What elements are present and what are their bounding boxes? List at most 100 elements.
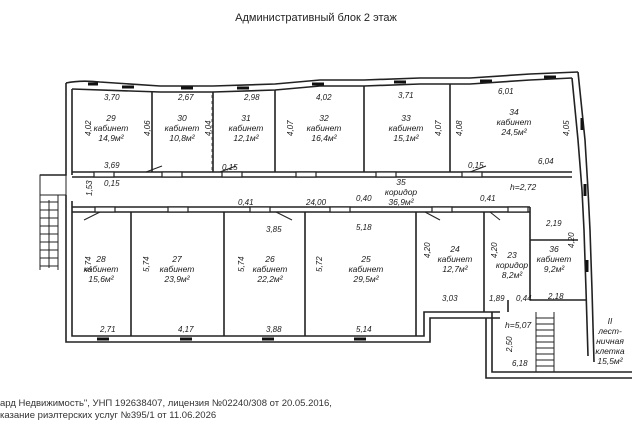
svg-text:0,44: 0,44	[516, 294, 532, 303]
room-33: 33 кабинет 15,1м²	[389, 113, 424, 143]
svg-text:15,1м²: 15,1м²	[393, 133, 419, 143]
svg-text:4,17: 4,17	[178, 325, 194, 334]
svg-text:5,14: 5,14	[356, 325, 372, 334]
svg-text:1,89: 1,89	[489, 294, 505, 303]
west-wall-lower	[65, 195, 420, 343]
svg-text:кабинет: кабинет	[438, 254, 473, 264]
svg-text:коридор: коридор	[496, 260, 529, 270]
svg-text:24,00: 24,00	[305, 198, 327, 207]
svg-text:ничная: ничная	[596, 336, 624, 346]
footer-line-2: казание риэлтерских услуг №395/1 от 11.0…	[0, 410, 217, 421]
svg-text:3,88: 3,88	[266, 325, 282, 334]
svg-text:кабинет: кабинет	[229, 123, 264, 133]
svg-text:4,02: 4,02	[316, 93, 332, 102]
svg-text:0,15: 0,15	[222, 163, 238, 172]
svg-text:кабинет: кабинет	[389, 123, 424, 133]
room-32: 32 кабинет 16,4м²	[307, 113, 342, 143]
plan-title: Административный блок 2 этаж	[235, 12, 397, 24]
svg-text:36,9м²: 36,9м²	[388, 197, 414, 207]
svg-text:24: 24	[449, 244, 460, 254]
stair-block	[485, 318, 632, 379]
svg-text:9,2м²: 9,2м²	[544, 264, 566, 274]
svg-text:5,74: 5,74	[84, 256, 93, 272]
svg-text:кабинет: кабинет	[253, 264, 288, 274]
svg-text:4,05: 4,05	[562, 120, 571, 136]
svg-text:33: 33	[401, 113, 411, 123]
svg-text:кабинет: кабинет	[537, 254, 572, 264]
svg-text:кабинет: кабинет	[94, 123, 129, 133]
svg-text:0,15: 0,15	[468, 161, 484, 170]
svg-text:2,18: 2,18	[547, 292, 564, 301]
outer-wall	[40, 83, 67, 176]
height-main: h=2,72	[510, 182, 537, 192]
svg-text:15,6м²: 15,6м²	[88, 274, 114, 284]
svg-text:15,5м²: 15,5м²	[597, 356, 623, 366]
svg-text:2,98: 2,98	[243, 93, 260, 102]
height-stair: h=5,07	[505, 320, 532, 330]
svg-text:0,41: 0,41	[238, 198, 254, 207]
room-27: 27 кабинет 23,9м²	[160, 254, 195, 284]
svg-text:4,06: 4,06	[143, 120, 152, 136]
svg-text:16,4м²: 16,4м²	[311, 133, 337, 143]
svg-text:34: 34	[509, 107, 519, 117]
svg-text:3,69: 3,69	[104, 161, 120, 170]
svg-text:4,02: 4,02	[84, 120, 93, 136]
svg-text:4,04: 4,04	[204, 120, 213, 136]
svg-text:4,07: 4,07	[286, 120, 295, 136]
svg-text:3,85: 3,85	[266, 225, 282, 234]
svg-text:4,20: 4,20	[490, 242, 499, 258]
svg-text:4,08: 4,08	[455, 120, 464, 136]
svg-text:1,53: 1,53	[85, 180, 94, 196]
room-stairwell: II лест- ничная клетка 15,5м²	[595, 316, 625, 366]
svg-text:лест-: лест-	[597, 326, 622, 336]
svg-text:28: 28	[95, 254, 106, 264]
svg-text:коридор: коридор	[385, 187, 418, 197]
svg-text:30: 30	[177, 113, 187, 123]
svg-text:2,71: 2,71	[99, 325, 116, 334]
svg-text:27: 27	[171, 254, 182, 264]
svg-text:29: 29	[105, 113, 116, 123]
svg-text:4,20: 4,20	[423, 242, 432, 258]
room-29: 29 кабинет 14,9м²	[94, 113, 129, 143]
stairwell-steps	[535, 312, 555, 372]
svg-text:3,03: 3,03	[442, 294, 458, 303]
svg-text:4,07: 4,07	[434, 120, 443, 136]
svg-text:29,5м²: 29,5м²	[352, 274, 379, 284]
room-36: 36 кабинет 9,2м²	[537, 244, 572, 274]
svg-text:кабинет: кабинет	[307, 123, 342, 133]
svg-text:6,18: 6,18	[512, 359, 528, 368]
svg-text:22,2м²: 22,2м²	[256, 274, 283, 284]
room-34: 34 кабинет 24,5м²	[497, 107, 532, 137]
svg-text:5,74: 5,74	[237, 256, 246, 272]
north-wall	[65, 71, 579, 87]
room-25: 25 кабинет 29,5м²	[349, 254, 384, 284]
svg-text:0,41: 0,41	[480, 194, 496, 203]
svg-text:кабинет: кабинет	[84, 264, 119, 274]
svg-text:клетка: клетка	[595, 346, 625, 356]
svg-text:6,04: 6,04	[538, 157, 554, 166]
svg-text:кабинет: кабинет	[160, 264, 195, 274]
svg-text:5,72: 5,72	[315, 256, 324, 272]
svg-text:2,67: 2,67	[177, 93, 194, 102]
svg-text:0,40: 0,40	[356, 194, 372, 203]
room-31: 31 кабинет 12,1м²	[229, 113, 264, 143]
svg-text:12,7м²: 12,7м²	[442, 264, 468, 274]
footer-line-1: ард Недвижимость", УНП 192638407, лиценз…	[0, 398, 332, 409]
dimensions: 3,70 2,67 2,98 4,02 3,71 6,01 4,02 4,06 …	[84, 87, 576, 368]
svg-text:2,50: 2,50	[505, 336, 514, 353]
svg-text:23,9м²: 23,9м²	[163, 274, 190, 284]
svg-text:10,8м²: 10,8м²	[169, 133, 195, 143]
svg-text:кабинет: кабинет	[349, 264, 384, 274]
svg-text:3,71: 3,71	[398, 91, 414, 100]
svg-text:31: 31	[241, 113, 251, 123]
svg-text:0,15: 0,15	[104, 179, 120, 188]
east-wall	[577, 71, 595, 363]
room-28: 28 кабинет 15,6м²	[84, 254, 119, 284]
room-23: 23 коридор 8,2м²	[496, 250, 529, 280]
svg-text:кабинет: кабинет	[497, 117, 532, 127]
svg-text:5,18: 5,18	[356, 223, 372, 232]
svg-text:5,74: 5,74	[142, 256, 151, 272]
room-24: 24 кабинет 12,7м²	[438, 244, 473, 274]
svg-text:II: II	[608, 316, 613, 326]
svg-text:3,70: 3,70	[104, 93, 120, 102]
